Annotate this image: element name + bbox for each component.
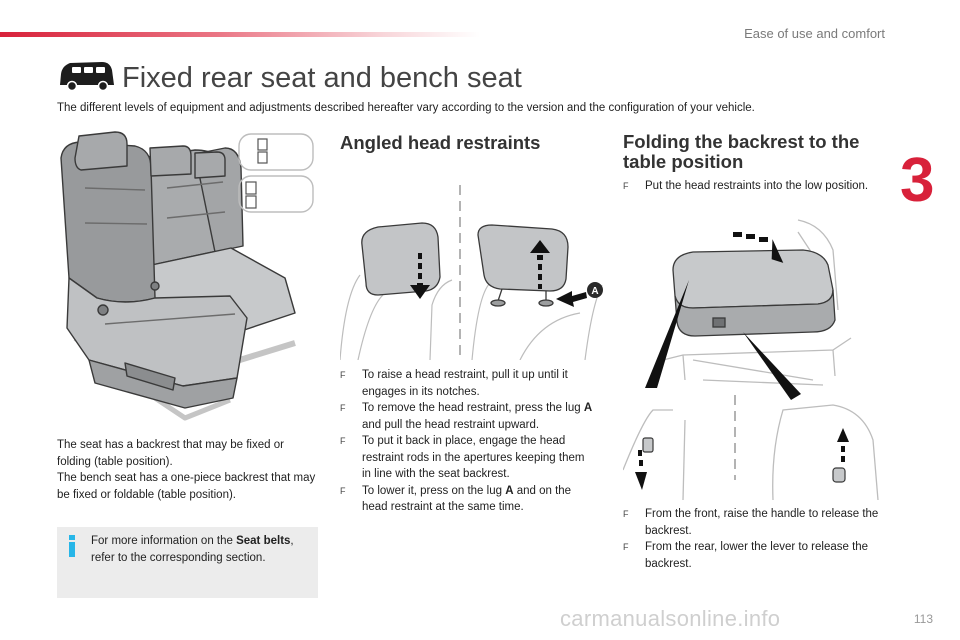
watermark: carmanualsonline.info	[560, 606, 781, 631]
vehicle-icon	[60, 62, 114, 92]
chapter-number: 3	[900, 146, 935, 215]
page-title: Fixed rear seat and bench seat	[122, 62, 522, 94]
page-number: 113	[913, 612, 933, 626]
seat-description-2: The bench seat has a one-piece backrest …	[57, 472, 316, 501]
head-restraints-heading: Angled head restraints	[340, 132, 541, 153]
seat-description-1: The seat has a backrest that may be fixe…	[57, 439, 284, 468]
head-restraint-illustration: A	[340, 185, 603, 360]
header-accent-stripe	[0, 32, 480, 37]
backrest-folding-illustration	[623, 219, 879, 500]
lug-a-label: A	[591, 286, 598, 297]
rear-seat-illustration	[60, 131, 296, 421]
info-seat-belts-link: Seat belts	[236, 535, 291, 547]
info-box: For more information on the Seat belts, …	[57, 527, 318, 598]
chapter-title: Ease of use and comfort	[744, 26, 885, 41]
info-icon	[69, 535, 75, 557]
info-text: For more information on the Seat belts, …	[91, 535, 294, 564]
intro-text: The different levels of equipment and ad…	[57, 102, 755, 114]
seat-layout-diagram	[238, 133, 314, 213]
